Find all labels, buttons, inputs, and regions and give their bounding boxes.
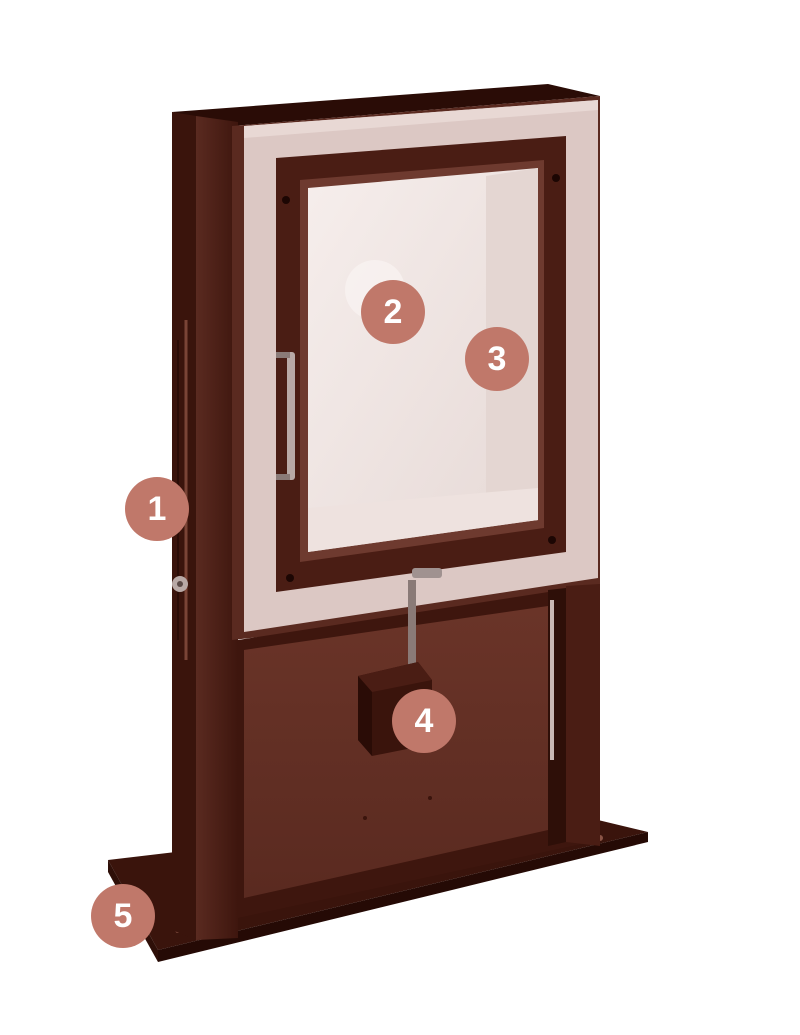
marker-4-circle	[392, 689, 456, 753]
marker-2-label: 2	[384, 293, 403, 331]
door-handle	[276, 352, 295, 480]
marker-3-label: 3	[488, 340, 507, 378]
marker-3-circle	[465, 327, 529, 391]
marker-1-circle	[125, 477, 189, 541]
marker-2: 2	[361, 280, 425, 344]
side-knob	[172, 576, 188, 592]
door-glass	[308, 168, 538, 552]
marker-4: 4	[392, 689, 456, 753]
marker-5: 5	[91, 884, 155, 948]
marker-2-circle	[361, 280, 425, 344]
marker-1: 1	[125, 477, 189, 541]
marker-1-label: 1	[148, 490, 167, 528]
marker-5-label: 5	[114, 897, 133, 935]
marker-5-circle	[91, 884, 155, 948]
marker-4-label: 4	[415, 702, 434, 740]
marker-3: 3	[465, 327, 529, 391]
door-screws	[282, 174, 560, 582]
door-latch	[412, 568, 442, 578]
